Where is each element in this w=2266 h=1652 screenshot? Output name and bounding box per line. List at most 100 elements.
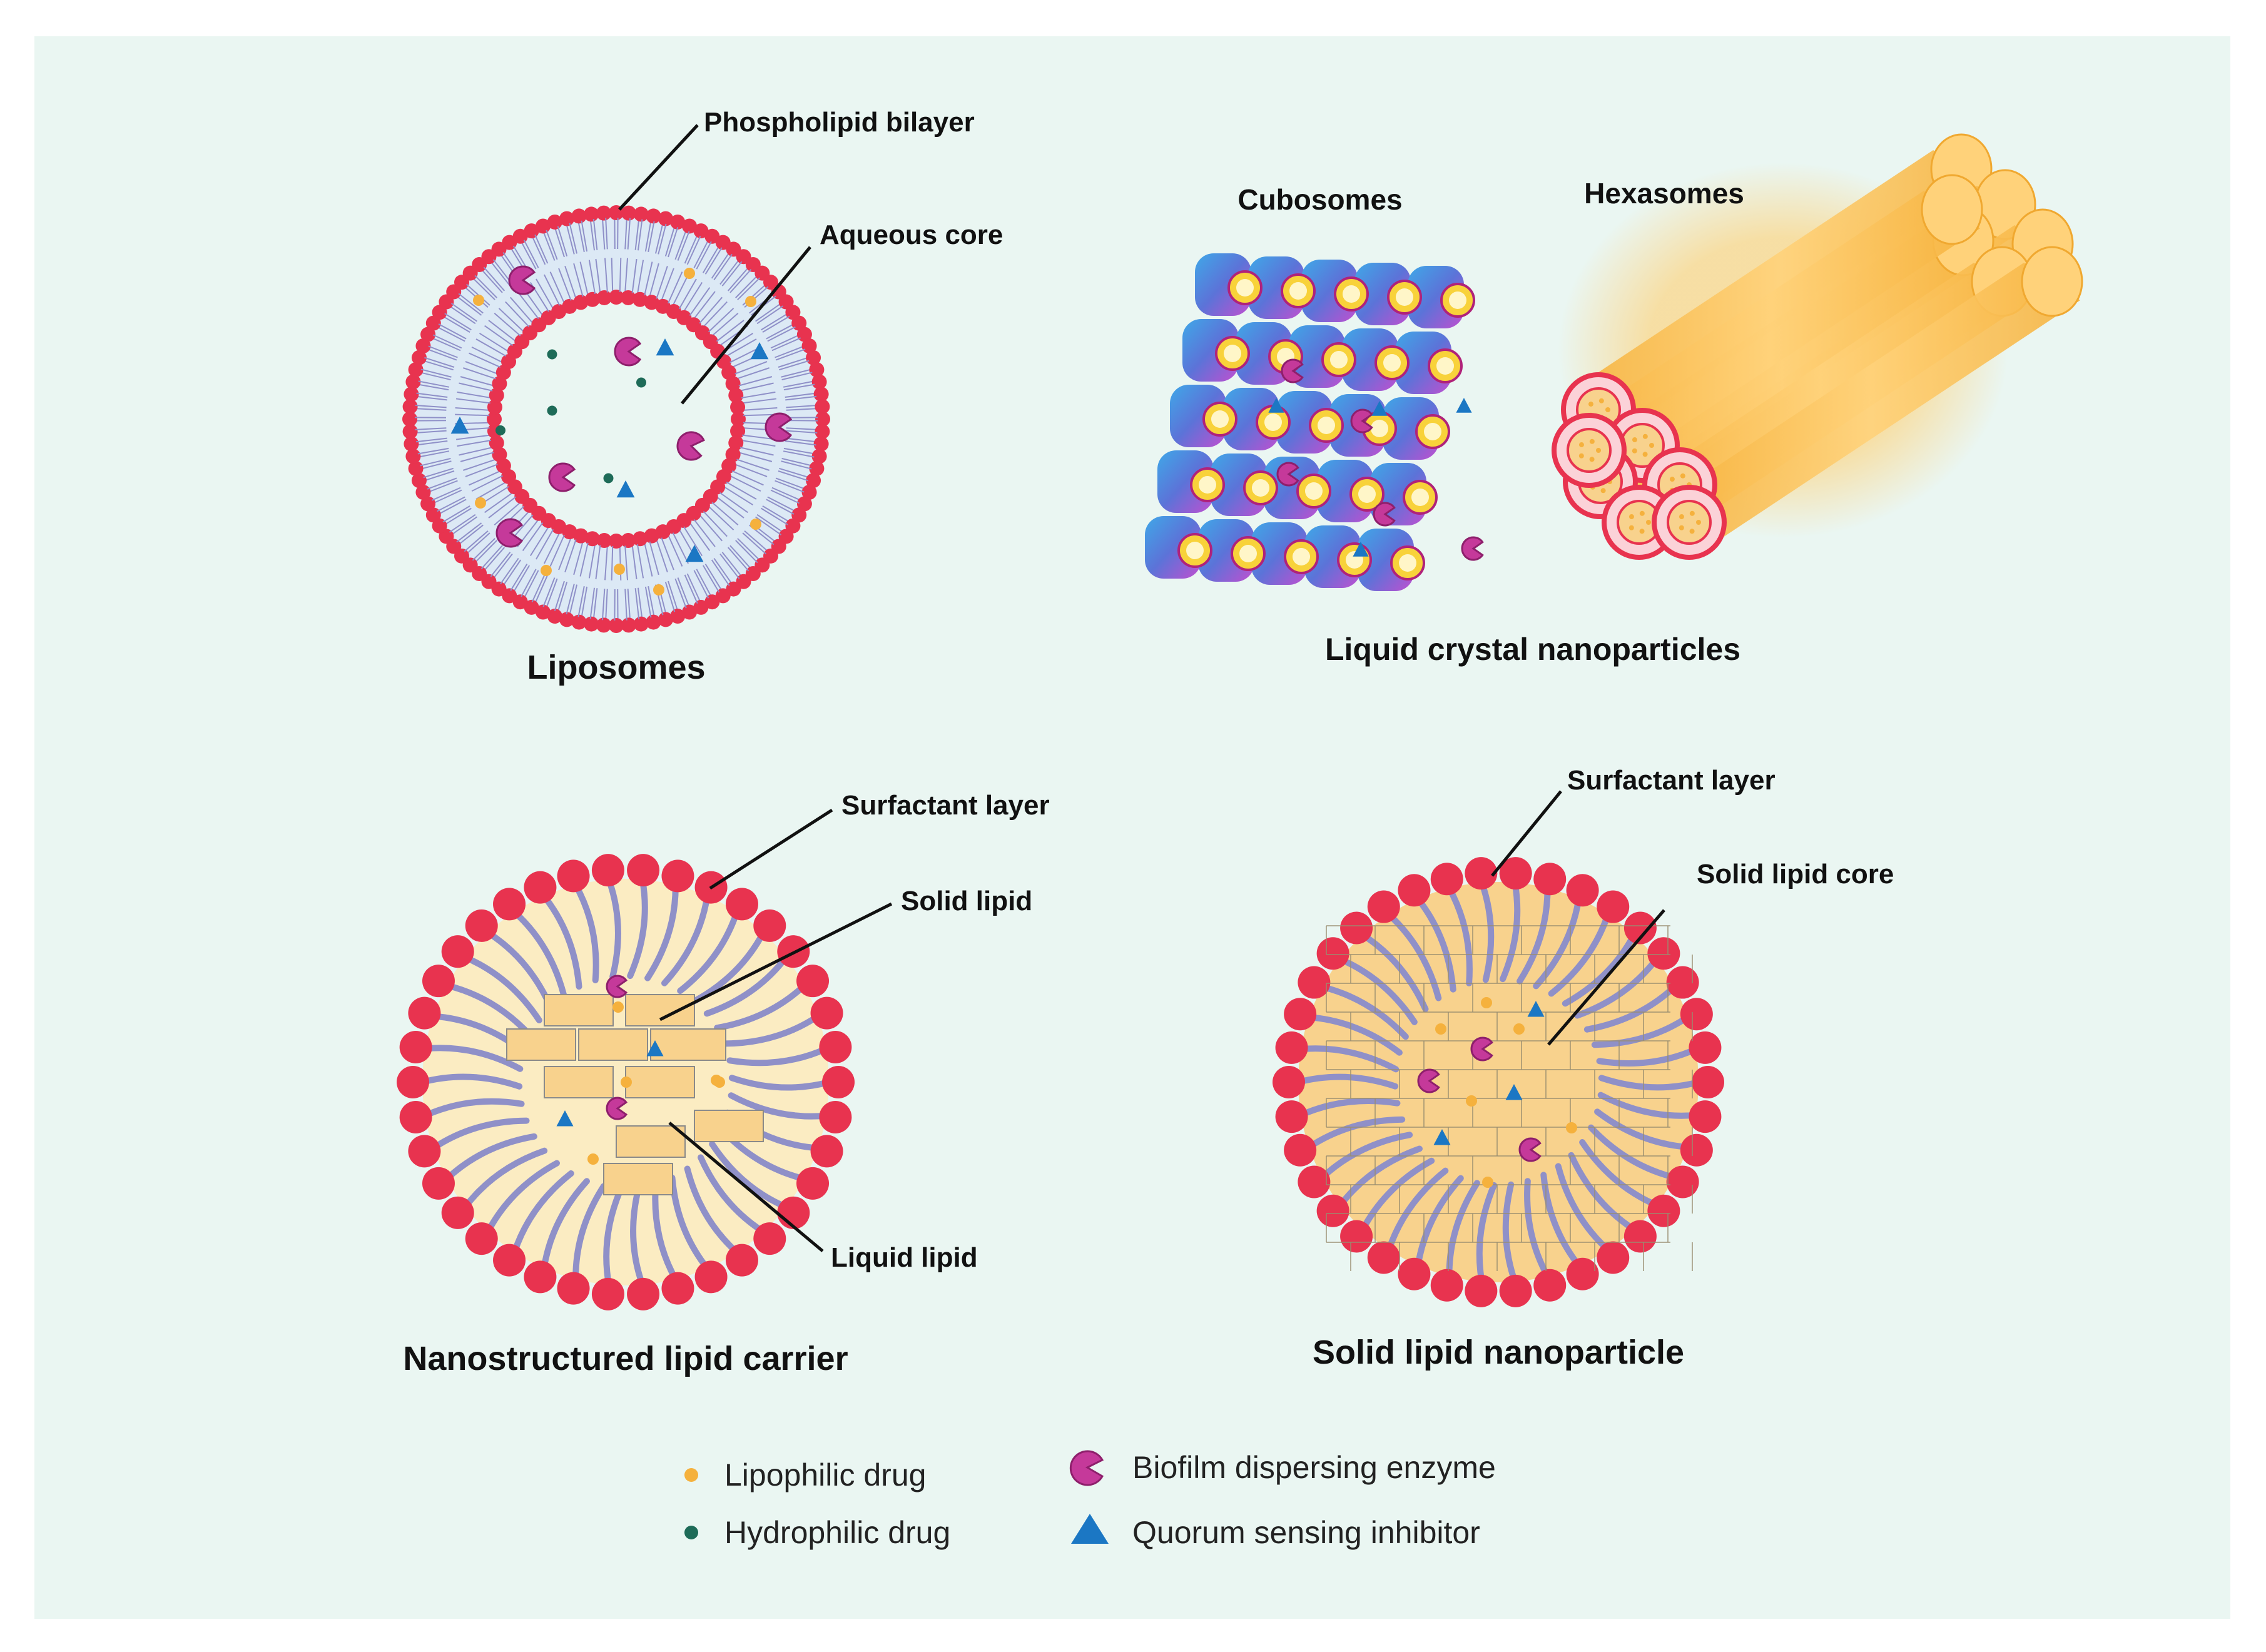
lipid-tail: [455, 434, 490, 440]
lipid-tail: [713, 253, 733, 280]
lipid-tail: [736, 367, 770, 380]
lipid-tail: [734, 361, 768, 375]
lipid-tail: [729, 545, 752, 569]
lipid-head: [801, 338, 817, 353]
lipid-tail: [536, 529, 554, 560]
channel-core: [1305, 482, 1323, 500]
lipid-tail: [696, 241, 712, 270]
lipid-tail: [415, 395, 447, 401]
lipid-head: [571, 614, 587, 630]
enzyme-icon: [495, 518, 524, 548]
lipid-tail: [624, 545, 628, 580]
lipid-tail: [500, 558, 519, 585]
lipid-tail: [605, 589, 608, 621]
lipid-tail: [488, 496, 517, 519]
lipid-tail: [573, 541, 584, 575]
lipid-tail: [505, 301, 530, 328]
surfactant-head: [753, 909, 786, 942]
hexagonal-rod: [1661, 263, 2080, 541]
lipid-head: [811, 448, 827, 464]
lipid-tail: [702, 245, 720, 273]
lipid-head: [609, 290, 624, 305]
lipophilic-drug: [1481, 997, 1492, 1008]
lipid-tail: [739, 447, 774, 456]
quorum-inhibitor-icon: [1433, 1129, 1451, 1145]
lipid-head: [633, 291, 648, 307]
lipid-tail: [727, 266, 749, 291]
lipid-head: [420, 327, 436, 342]
lipid-tail: [420, 368, 452, 378]
lipid-tail: [727, 547, 749, 572]
lipid-tail: [536, 278, 554, 310]
surfactant-tail: [669, 1174, 711, 1272]
lipid-tail: [471, 346, 503, 363]
lipid-head: [562, 298, 577, 314]
lipid-head: [584, 616, 599, 632]
lipid-tail: [517, 291, 539, 320]
lipid-tail: [474, 540, 497, 564]
lipid-head: [411, 473, 427, 489]
core-leader-line: [681, 246, 811, 405]
channel-core: [1252, 479, 1269, 497]
surfactant-head: [1298, 1165, 1331, 1198]
lipid-tail: [672, 532, 689, 564]
lipid-tail: [736, 459, 770, 471]
surfactant-tail: [1306, 1014, 1403, 1056]
nlc-diagram: [397, 854, 855, 1310]
lipid-tail: [494, 312, 521, 337]
lipid-head: [573, 295, 589, 310]
lipid-tail: [589, 219, 596, 251]
sln-surfactant-leader: [1491, 790, 1562, 877]
legend: [684, 1450, 1109, 1544]
lipid-tail: [661, 537, 674, 570]
surfactant-tail: [484, 1160, 560, 1235]
surfactant-head: [557, 1272, 590, 1305]
lipid-tail: [786, 427, 818, 430]
rod-inner: [1567, 428, 1612, 473]
lipid-head: [535, 604, 551, 620]
channel-core: [1436, 357, 1454, 375]
channel-core: [1358, 485, 1376, 503]
surfactant-head: [1566, 874, 1599, 907]
surfactant-tail: [462, 1147, 548, 1210]
quorum-inhibitor-icon: [685, 545, 704, 562]
lipid-tail: [683, 281, 703, 312]
surfactant-tail: [1476, 1182, 1497, 1285]
lipid-tail: [636, 544, 644, 579]
surfactant-head: [661, 859, 694, 893]
lipid-tail: [668, 271, 683, 304]
surfactant-tail: [709, 1140, 790, 1210]
lipid-tail: [703, 301, 728, 328]
lipid-head: [609, 618, 624, 633]
lipid-head: [693, 599, 709, 615]
lipid-head: [547, 609, 562, 624]
quorum-inhibitor-icon: [616, 480, 635, 498]
lipid-tail: [771, 337, 801, 352]
lipid-tail: [554, 227, 565, 258]
surfactant-tail: [419, 1073, 523, 1090]
surfactant-head: [1689, 1031, 1722, 1064]
lipid-head: [584, 531, 600, 547]
lipid-tail: [644, 542, 653, 577]
lipid-tail: [459, 447, 493, 456]
lipid-head: [495, 458, 511, 474]
surfactant-tail: [1415, 1175, 1464, 1269]
lipid-tail: [522, 522, 544, 551]
solid-lipid-brick: [650, 1028, 726, 1061]
lipid-tail: [604, 545, 608, 580]
lipid-tail: [708, 505, 734, 530]
lipid-tail: [566, 584, 575, 615]
lipid-tail: [546, 230, 558, 260]
lipid-tail: [735, 275, 758, 298]
lipophilic-drug: [621, 1077, 632, 1088]
lipid-tail: [490, 261, 511, 286]
lipid-tail: [469, 352, 501, 368]
lipid-tail: [738, 452, 773, 462]
surfactant-tail: [728, 1092, 830, 1120]
nlc-title: Nanostructured lipid carrier: [403, 1340, 848, 1377]
lipophilic-drug: [1596, 448, 1601, 453]
lipid-tail: [739, 382, 774, 392]
lipid-tail: [761, 313, 788, 331]
surfactant-tail: [684, 1165, 740, 1256]
lipid-tail: [624, 218, 627, 250]
